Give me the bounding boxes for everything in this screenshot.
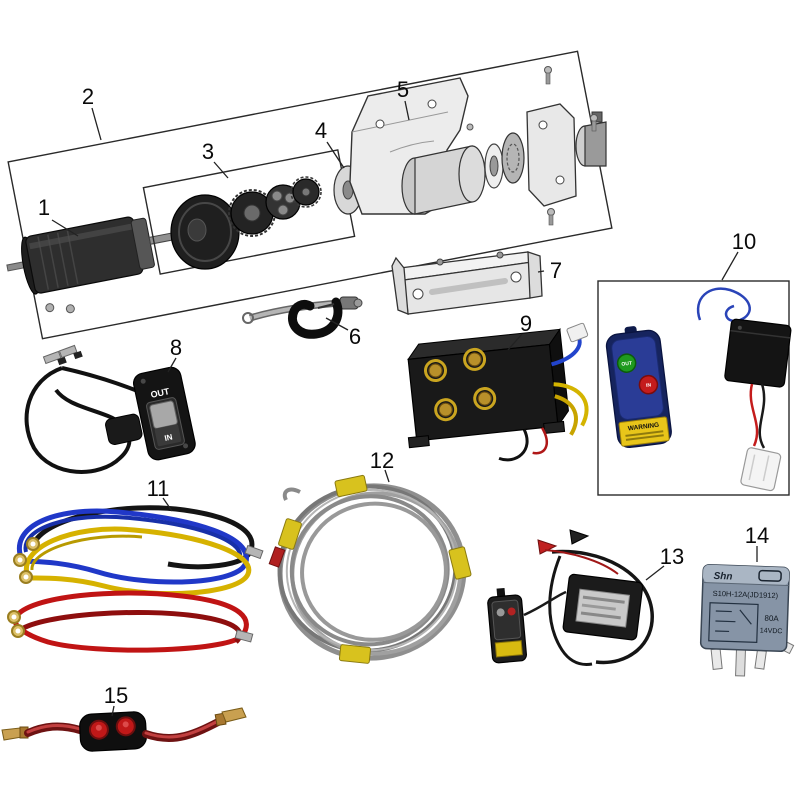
- yellow-cable-bands: [278, 474, 472, 664]
- remote-in-label: IN: [646, 382, 652, 389]
- callout-13: 13: [645, 544, 684, 581]
- black-clip: [569, 529, 590, 545]
- svg-text:8: 8: [170, 335, 182, 360]
- part-10-remote-kit: OUT IN WARNING: [597, 280, 792, 496]
- callout-3: 3: [202, 139, 229, 179]
- callouts: 1 2 3 4 5 6 7 8: [38, 77, 769, 717]
- part-14-relay: Shn S10H-12A(JD1912) 80A 14VDC: [699, 563, 795, 677]
- callout-15: 15: [104, 683, 128, 717]
- svg-text:3: 3: [202, 139, 214, 164]
- callout-5: 5: [397, 77, 410, 121]
- antenna-wire: [697, 287, 751, 323]
- rocker-switch: OUT IN: [105, 366, 196, 461]
- remote-in-button: [638, 374, 659, 395]
- callout-11: 11: [147, 476, 173, 512]
- remote-out-button: [616, 353, 637, 373]
- svg-text:7: 7: [550, 258, 562, 283]
- part-7-fairlead-bracket: [391, 251, 543, 315]
- switch-out-label: OUT: [150, 386, 171, 400]
- callout-14: 14: [745, 523, 769, 562]
- callout-4: 4: [315, 118, 345, 169]
- warning-label: WARNING: [628, 422, 660, 433]
- svg-text:1: 1: [38, 195, 50, 220]
- callout-9: 9: [507, 311, 532, 351]
- part-11-wiring-harness: [7, 505, 264, 653]
- relay-model: S10H-12A(JD1912): [713, 589, 779, 600]
- receiver-box: [724, 318, 792, 388]
- ring-terminals: [7, 537, 40, 638]
- relay-brand: Shn: [713, 571, 732, 583]
- mini-remote: [487, 587, 527, 664]
- svg-text:9: 9: [520, 311, 532, 336]
- module-box: [562, 573, 644, 641]
- svg-text:5: 5: [397, 77, 409, 102]
- screws: [466, 66, 598, 226]
- part-6-hook: [242, 296, 363, 339]
- svg-text:4: 4: [315, 118, 327, 143]
- svg-text:2: 2: [82, 84, 94, 109]
- callout-1: 1: [38, 195, 79, 237]
- part-12-steel-cable: [268, 474, 472, 664]
- part-8-switch-assembly: OUT IN: [24, 344, 196, 474]
- part-9-solenoid: [407, 322, 589, 462]
- svg-text:6: 6: [349, 324, 361, 349]
- part-3-gearbox: [142, 149, 356, 275]
- drum-assembly: [401, 103, 607, 215]
- breaker-body: [79, 711, 147, 752]
- switch-in-label: IN: [164, 432, 174, 443]
- remote-transmitter: OUT IN WARNING: [605, 326, 672, 449]
- white-connector: [740, 447, 782, 492]
- svg-text:13: 13: [660, 544, 684, 569]
- part-13-control-module: [487, 529, 654, 666]
- callout-6: 6: [325, 317, 361, 349]
- callout-8: 8: [167, 335, 182, 373]
- relay-volt: 14VDC: [760, 628, 783, 636]
- callout-2: 2: [82, 84, 102, 141]
- solenoid-studs: [424, 347, 497, 422]
- part-1-motor: [6, 216, 182, 314]
- part-15-circuit-breaker: [1, 707, 247, 752]
- svg-text:11: 11: [147, 476, 170, 501]
- svg-text:14: 14: [745, 523, 769, 548]
- callout-7: 7: [537, 258, 562, 283]
- svg-text:10: 10: [732, 229, 756, 254]
- remote-out-label: OUT: [621, 361, 632, 368]
- svg-text:12: 12: [370, 448, 394, 473]
- callout-12: 12: [370, 448, 394, 483]
- callout-10: 10: [721, 229, 756, 281]
- svg-text:15: 15: [104, 683, 128, 708]
- relay-amp: 80A: [764, 614, 779, 624]
- spade-terminals: [42, 344, 83, 366]
